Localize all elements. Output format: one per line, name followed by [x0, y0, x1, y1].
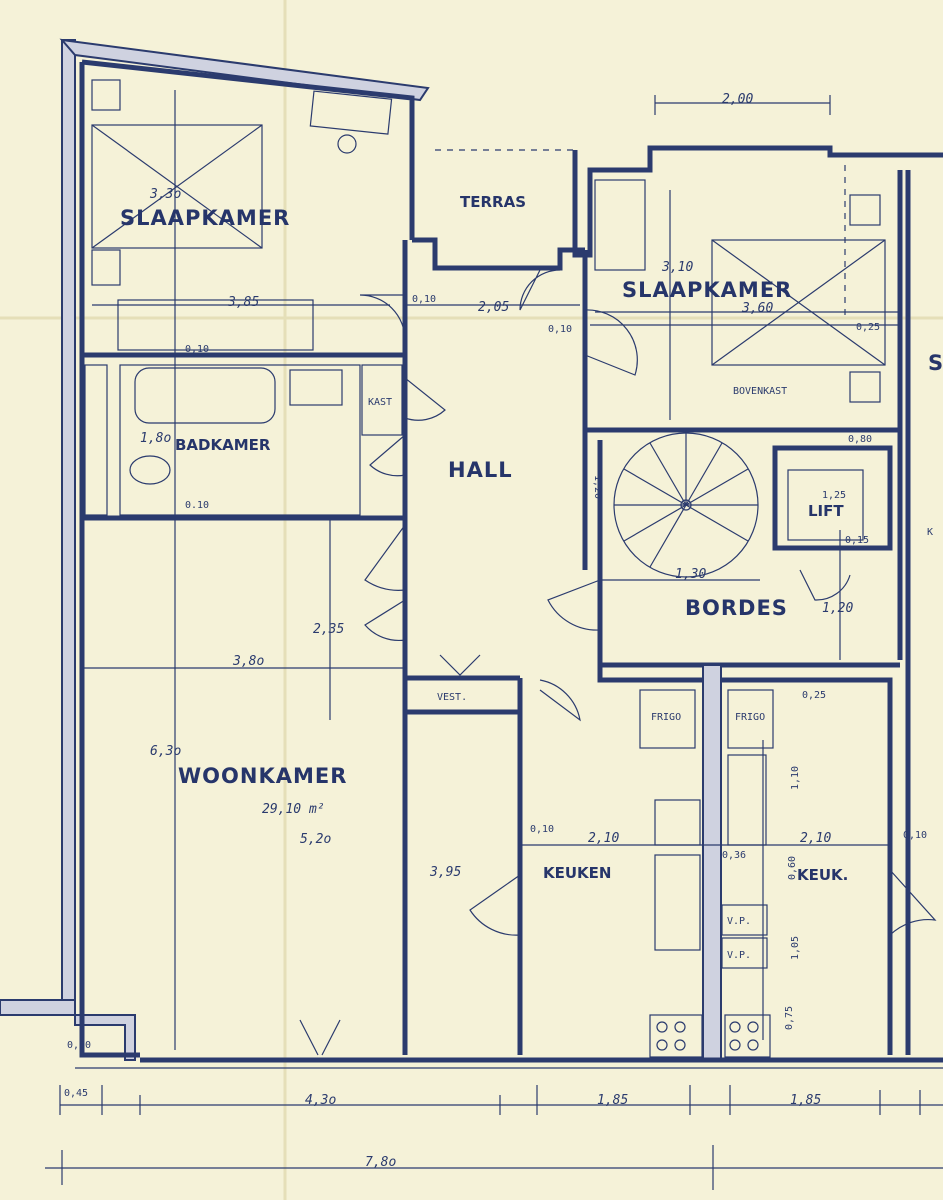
dim-3-30: 3,3o [149, 187, 181, 202]
dim-1-25: 1,25 [822, 490, 846, 501]
hob-right [724, 1014, 771, 1058]
dim-7-80: 7,8o [365, 1155, 396, 1170]
label-frigo-1: FRIGO [651, 712, 681, 723]
dim-1-05: 1,05 [790, 936, 801, 960]
label-vp-2: V.P. [727, 950, 751, 961]
spiral-steps [614, 433, 758, 568]
label-bovenkast: BOVENKAST [733, 386, 787, 397]
dim-2-10-keuken: 2,10 [588, 831, 619, 846]
dim-1-10: 1,10 [790, 766, 801, 790]
label-terras: TERRAS [460, 193, 526, 211]
label-woonkamer-area: 29,10 m² [262, 802, 325, 817]
label-kast-partial: K [927, 527, 933, 538]
exterior-walls [0, 38, 430, 1061]
dimension-lines [45, 90, 943, 1190]
dim-2-05: 2,05 [478, 300, 509, 315]
label-slaapkamer-2: SLAAPKAMER [622, 278, 792, 302]
doors [299, 269, 937, 1056]
label-slaapkamer-1: SLAAPKAMER [120, 206, 290, 230]
dim-0-25-kitchen: 0,25 [802, 690, 826, 701]
dim-1-20: 1,20 [822, 601, 853, 616]
dim-2-10-keuk: 2,10 [800, 831, 831, 846]
dim-1-85-a: 1,85 [597, 1093, 628, 1108]
dim-2-35: 2,35 [313, 622, 344, 637]
dim-top-2-00: 2,00 [722, 92, 753, 107]
dim-4-30: 4,3o [305, 1093, 336, 1108]
dim-0-15: 0,15 [845, 535, 869, 546]
room-labels: SLAAPKAMER TERRAS SLAAPKAMER S BADKAMER … [120, 193, 943, 961]
dim-0-10-hall-b: 0,10 [548, 324, 572, 335]
label-hall: HALL [448, 458, 513, 482]
label-woonkamer: WOONKAMER [178, 764, 347, 788]
dim-0-60-kitchen: 0,60 [787, 856, 798, 880]
label-keuk: KEUK. [797, 866, 848, 884]
interior-walls [75, 59, 943, 1069]
dim-1-85-b: 1,85 [790, 1093, 821, 1108]
dim-0-36: 0,36 [722, 850, 746, 861]
dim-0-10-bath: 0.10 [185, 500, 209, 511]
dim-6-30: 6,3o [150, 744, 181, 759]
label-keuken: KEUKEN [543, 864, 611, 882]
label-bordes: BORDES [685, 596, 788, 620]
dim-0-60-corner: 0,60 [67, 1040, 91, 1051]
furniture [84, 79, 900, 1058]
dim-0-10-keuken: 0,10 [530, 824, 554, 835]
hob-left [649, 1014, 703, 1058]
label-frigo-2: FRIGO [735, 712, 765, 723]
dim-5-20: 5,2o [300, 832, 331, 847]
dimension-labels: 2,00 3,3o 3,85 0,10 0,10 2,05 0,10 3,10 … [64, 92, 927, 1170]
dim-0-10-bed1: 0,10 [185, 344, 209, 355]
dim-1-20-vertical: 1,20 [592, 475, 603, 499]
dim-1-80: 1,8o [140, 431, 171, 446]
dim-0-75: 0,75 [784, 1006, 795, 1030]
dim-3-10: 3,10 [661, 260, 693, 275]
dim-3-85: 3,85 [227, 295, 259, 310]
dim-0-80: 0,80 [848, 434, 872, 445]
dim-0-25: 0,25 [856, 322, 880, 333]
dim-0-10-keuk: 0,10 [903, 830, 927, 841]
label-vest: VEST. [437, 692, 467, 703]
dim-3-60: 3,60 [741, 301, 773, 316]
dim-0-10-hall-a: 0,10 [412, 294, 436, 305]
dim-3-95: 3,95 [429, 865, 461, 880]
label-slaapkamer-3-partial: S [928, 351, 943, 375]
dim-3-80: 3,8o [232, 654, 264, 669]
dim-0-45: 0,45 [64, 1088, 88, 1099]
label-badkamer: BADKAMER [175, 436, 271, 454]
dim-1-30: 1,30 [675, 567, 706, 582]
label-lift: LIFT [808, 502, 844, 520]
label-kast: KAST [368, 397, 392, 408]
label-vp-1: V.P. [727, 916, 751, 927]
